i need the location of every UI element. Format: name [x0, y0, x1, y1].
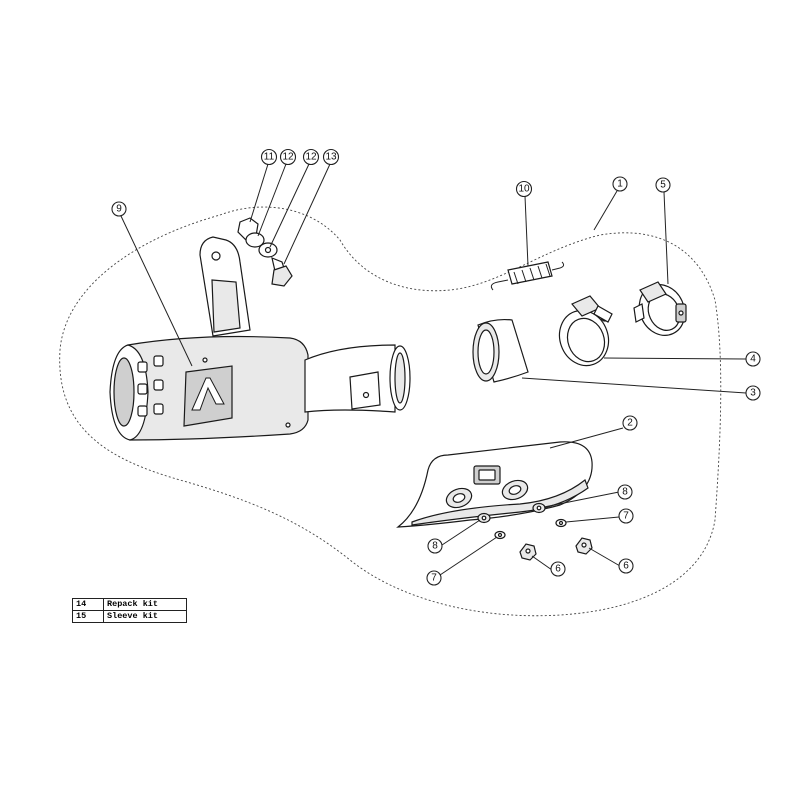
- silencer-part: [109, 236, 411, 441]
- svg-text:12: 12: [305, 152, 317, 163]
- shield-hardware: [477, 502, 593, 561]
- callout-5: 5: [655, 177, 671, 193]
- outlet-mesh: [113, 357, 135, 427]
- clamp-part-4: [558, 295, 613, 367]
- hanger-hole: [211, 251, 221, 261]
- brand-plate-logo: [183, 365, 233, 427]
- kit-description: Sleeve kit: [103, 610, 187, 623]
- svg-text:10: 10: [518, 184, 530, 195]
- callout-6-right: 6: [618, 558, 634, 574]
- kit-parts-table: 14 Repack kit 15 Sleeve kit: [72, 598, 187, 623]
- callout-11: 11: [260, 148, 278, 166]
- callout-12-second: 12: [302, 148, 320, 166]
- svg-text:2: 2: [627, 418, 633, 429]
- washer-part-12-upper: [245, 232, 265, 248]
- callout-2: 2: [622, 415, 638, 431]
- svg-text:6: 6: [623, 561, 629, 572]
- svg-text:7: 7: [431, 573, 437, 584]
- svg-text:3: 3: [750, 388, 756, 399]
- svg-text:1: 1: [617, 179, 623, 190]
- svg-text:13: 13: [325, 152, 337, 163]
- leader-lines: [120, 163, 747, 576]
- callout-13: 13: [322, 148, 340, 166]
- svg-text:11: 11: [264, 152, 275, 163]
- callout-4: 4: [745, 351, 761, 367]
- callout-1: 1: [612, 176, 628, 192]
- svg-text:9: 9: [116, 204, 122, 215]
- svg-text:6: 6: [555, 564, 561, 575]
- callout-8-left: 8: [427, 538, 443, 554]
- callout-12-first: 12: [279, 148, 297, 166]
- fastener-stack: [237, 217, 293, 287]
- callout-6-left: 6: [550, 561, 566, 577]
- svg-text:4: 4: [750, 354, 756, 365]
- kit-description: Repack kit: [103, 598, 187, 611]
- table-row: 15 Sleeve kit: [72, 610, 187, 623]
- heat-shield-part: [396, 441, 593, 528]
- clamp-part-5: [633, 281, 687, 336]
- spring-part: [490, 261, 565, 291]
- callout-3: 3: [745, 385, 761, 401]
- svg-text:12: 12: [282, 152, 294, 163]
- table-row: 14 Repack kit: [72, 598, 187, 611]
- sleeve-part: [472, 318, 529, 383]
- svg-text:7: 7: [623, 511, 629, 522]
- kit-number: 14: [72, 598, 104, 611]
- svg-text:8: 8: [622, 487, 628, 498]
- callout-8-right: 8: [617, 484, 633, 500]
- svg-text:8: 8: [432, 541, 438, 552]
- kit-number: 15: [72, 610, 104, 623]
- assembly-boundary: [59, 206, 722, 617]
- svg-text:5: 5: [660, 180, 666, 191]
- callout-7-right: 7: [618, 508, 634, 524]
- callout-7-left: 7: [426, 570, 442, 586]
- callout-10: 10: [515, 180, 533, 198]
- callout-9: 9: [111, 201, 127, 217]
